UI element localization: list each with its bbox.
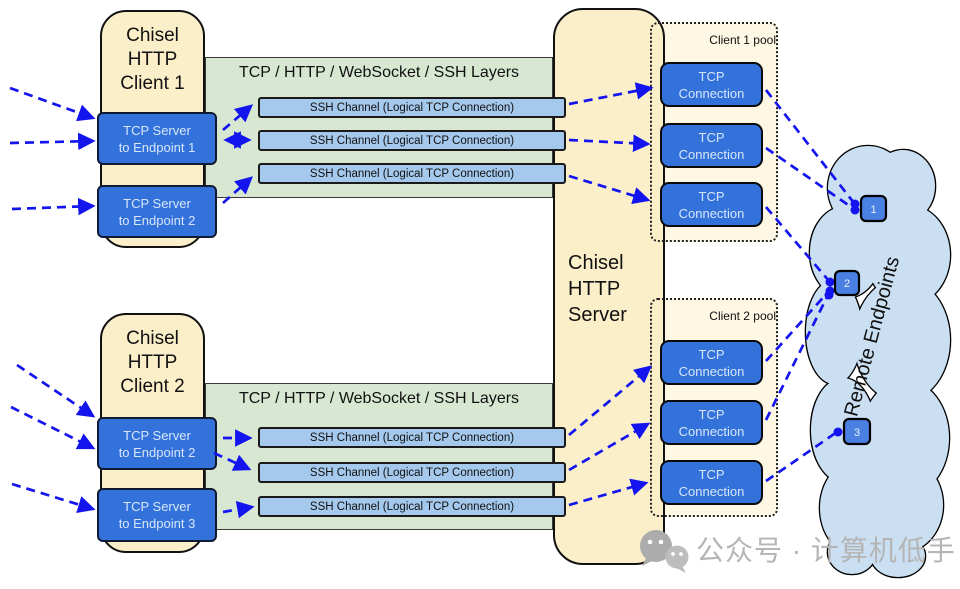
endpoint2-label: 2 <box>844 278 850 290</box>
tcp-connection-box: TCP Connection <box>660 62 763 107</box>
endpoint1-label: 1 <box>870 204 876 216</box>
endpoint3-node <box>842 417 872 446</box>
tcp-server-endpoint2-box: TCP Server to Endpoint 2 <box>97 185 217 238</box>
tcp-server-endpoint3-box: TCP Server to Endpoint 3 <box>97 488 217 542</box>
tcp-server-endpoint1-box: TCP Server to Endpoint 1 <box>97 112 217 165</box>
ssh-channel-bar: SSH Channel (Logical TCP Connection) <box>258 130 566 151</box>
client2-pool-label: Client 2 pool <box>709 309 776 323</box>
ssh-channel-bar: SSH Channel (Logical TCP Connection) <box>258 462 566 483</box>
endpoint3-label: 3 <box>854 427 860 439</box>
layer-band-title: TCP / HTTP / WebSocket / SSH Layers <box>238 390 520 407</box>
ssh-channel-bar: SSH Channel (Logical TCP Connection) <box>258 496 566 517</box>
ssh-channel-bar: SSH Channel (Logical TCP Connection) <box>258 97 566 118</box>
remote-endpoints-label: Remote Endpoints <box>840 254 904 419</box>
dashed-arrow <box>9 132 96 151</box>
remote-endpoints: 1 2 3 <box>833 194 888 446</box>
tcp-connection-box: TCP Connection <box>660 460 763 505</box>
layer-band-title: TCP / HTTP / WebSocket / SSH Layers <box>238 64 520 81</box>
watermark-text: 公众号 · 计算机低手 <box>696 535 956 566</box>
endpoint1-node <box>859 194 888 223</box>
tcp-server-endpoint2b-box: TCP Server to Endpoint 2 <box>97 417 217 470</box>
remote-endpoints-cloud: Remote Endpoints <box>804 144 952 579</box>
dashed-arrow <box>9 86 96 122</box>
tcp-connection-box: TCP Connection <box>660 182 763 227</box>
tcp-connection-box: TCP Connection <box>660 400 763 445</box>
endpoint-dots <box>824 199 860 437</box>
dashed-arrow <box>11 197 96 216</box>
ssh-channel-bar: SSH Channel (Logical TCP Connection) <box>258 427 566 448</box>
endpoint2-node <box>833 269 861 297</box>
dashed-line-to-endpoint1 <box>764 89 856 204</box>
tcp-connection-box: TCP Connection <box>660 123 763 168</box>
chisel-server-title: Chisel HTTP Server <box>568 252 627 326</box>
chisel-client2-title: Chisel HTTP Client 2 <box>120 328 185 397</box>
dashed-arrow <box>16 363 96 418</box>
chisel-client1-title: Chisel HTTP Client 1 <box>120 25 185 94</box>
tcp-connection-box: TCP Connection <box>660 340 763 385</box>
ssh-channel-bar: SSH Channel (Logical TCP Connection) <box>258 163 566 184</box>
dashed-arrow <box>11 482 96 513</box>
dashed-arrow <box>10 405 96 450</box>
client1-pool-label: Client 1 pool <box>709 33 776 47</box>
dashed-line-to-endpoint1 <box>765 146 855 211</box>
watermark: 公众号 · 计算机低手 <box>640 530 956 573</box>
